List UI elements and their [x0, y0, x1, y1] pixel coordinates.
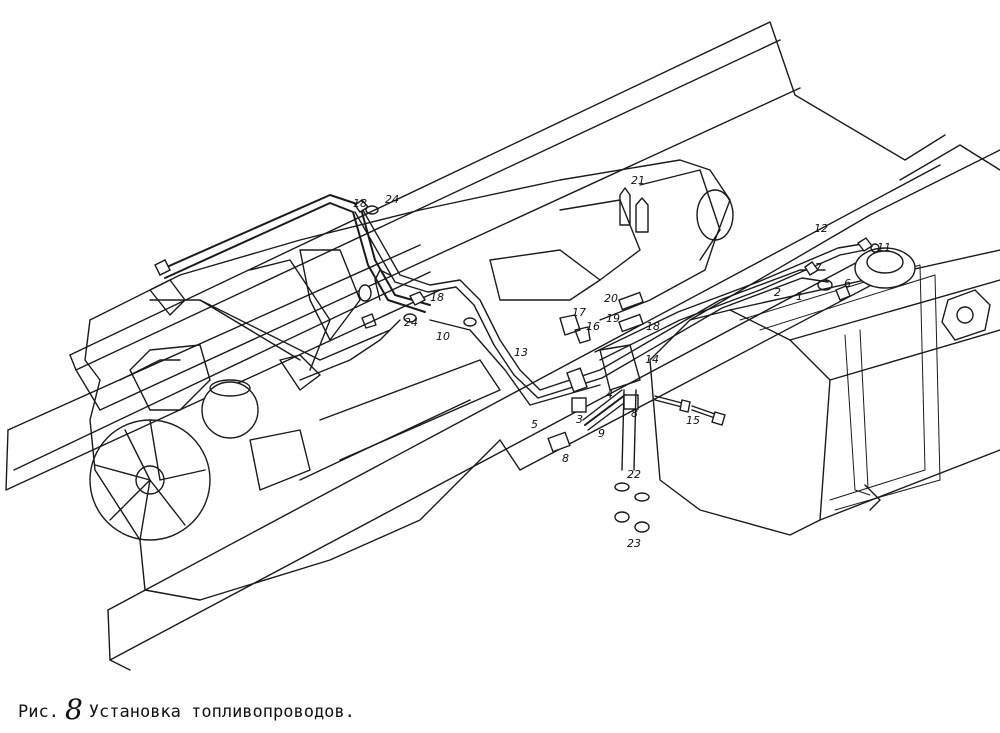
callout-16: 16	[586, 320, 600, 333]
fuel-tank	[649, 149, 1000, 536]
callout-17: 17	[572, 306, 586, 319]
callout-5: 5	[531, 418, 538, 431]
callout-3: 3	[576, 413, 583, 426]
callout-15: 15	[686, 414, 700, 427]
frame-rail-main	[107, 144, 1000, 671]
callout-24: 24	[404, 316, 418, 329]
callout-18: 18	[430, 291, 444, 304]
figure-prefix: Рис.	[18, 702, 59, 722]
callout-2: 2	[774, 286, 781, 299]
callout-1: 1	[796, 290, 803, 303]
callout-11: 11	[877, 241, 891, 254]
callout-7: 7	[815, 261, 822, 274]
callout-9: 9	[598, 427, 605, 440]
callout-21: 21	[631, 174, 645, 187]
callout-23: 23	[627, 537, 641, 550]
callout-8: 8	[562, 452, 569, 465]
callout-13: 13	[514, 346, 528, 359]
callout-12: 12	[814, 222, 828, 235]
callout-18: 18	[353, 197, 367, 210]
callout-8: 8	[631, 407, 638, 420]
engine	[84, 159, 734, 601]
callout-6: 6	[844, 277, 851, 290]
callout-19: 19	[606, 312, 620, 325]
frame-rail-upper	[69, 21, 946, 411]
figure-number: 8	[64, 693, 83, 726]
callout-10: 10	[436, 330, 450, 343]
figure-title: Установка топливопроводов.	[88, 702, 355, 722]
callout-24: 24	[385, 193, 399, 206]
callout-4: 4	[606, 388, 613, 401]
callout-labels: 1 2 3 4 5 6 7 8 8 9 10 11 12 13 14 15 16…	[353, 174, 891, 550]
callout-20: 20	[604, 292, 618, 305]
callout-22: 22	[627, 468, 641, 481]
fuel-pipes	[159, 194, 866, 406]
fittings	[154, 187, 880, 533]
callout-14: 14	[645, 353, 659, 366]
callout-18: 18	[646, 320, 660, 333]
